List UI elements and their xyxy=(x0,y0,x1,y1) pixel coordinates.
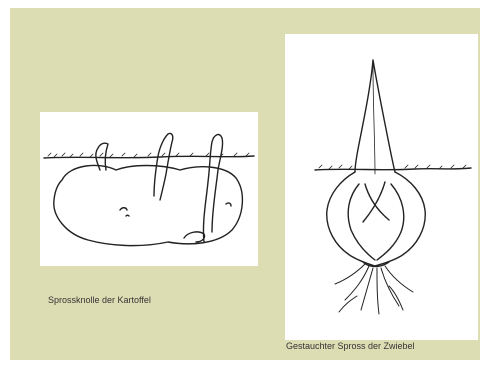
leaf-midrib xyxy=(373,66,375,174)
roots xyxy=(335,264,413,314)
bulb-scale xyxy=(348,184,375,260)
potato-tuber-panel xyxy=(40,112,258,266)
bulb-scale xyxy=(377,184,404,260)
root-curl xyxy=(184,232,205,242)
soil-line xyxy=(315,168,471,170)
tuber-eye xyxy=(226,203,231,206)
onion-bulb-panel xyxy=(285,34,478,340)
sprout-right xyxy=(203,135,222,242)
bulb-outline xyxy=(327,172,426,266)
tuber-eye xyxy=(120,208,129,216)
soil-line xyxy=(44,156,254,158)
potato-caption: Sprossknolle der Kartoffel xyxy=(48,295,151,305)
potato-tuber-drawing xyxy=(40,112,258,266)
onion-bulb-drawing xyxy=(285,34,478,340)
onion-caption: Gestauchter Spross der Zwiebel xyxy=(286,341,415,351)
slide-background: Sprossknolle der Kartoffel Gestauchter S… xyxy=(10,8,480,360)
